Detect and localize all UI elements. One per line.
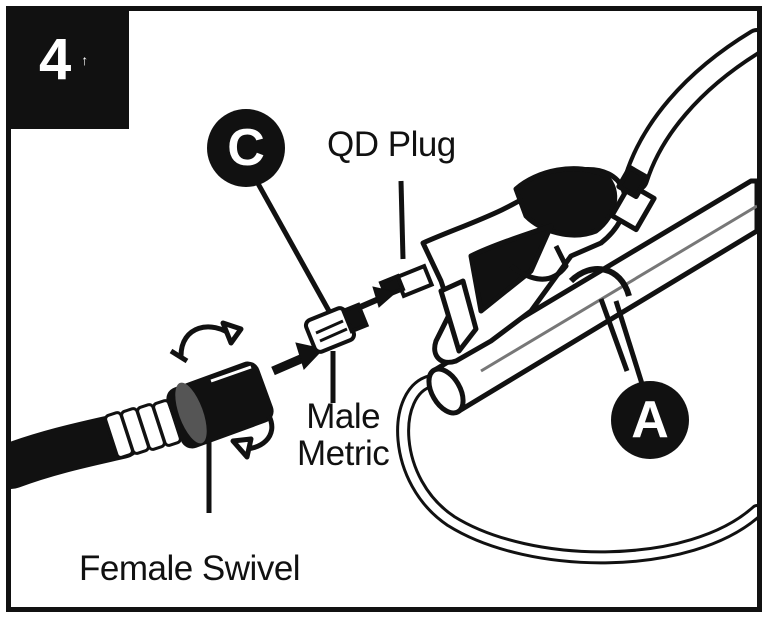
rotate-arrow-icon (169, 320, 275, 460)
instruction-panel: 4 ↑ C A QD Plug Male Metric Female Swive… (6, 6, 762, 612)
male-metric-label: Male Metric (297, 397, 390, 473)
callout-c: C (207, 109, 285, 187)
leader-lines (206, 169, 646, 513)
male-metric-label-line2: Metric (297, 433, 390, 473)
spray-gun (420, 164, 657, 365)
step-badge: 4 ↑ (11, 11, 129, 129)
male-metric-label-line1: Male (306, 397, 381, 436)
step-number: 4 (39, 27, 72, 92)
qd-plug-label: QD Plug (327, 125, 456, 164)
assembly-illustration (11, 28, 757, 565)
spray-wand (426, 178, 757, 416)
female-swivel-label: Female Swivel (79, 549, 301, 588)
male-metric-fitting (303, 302, 370, 354)
step-mark: ↑ (81, 52, 89, 68)
pressure-hose (11, 361, 274, 489)
coiled-hose (396, 28, 757, 565)
callout-a: A (611, 381, 689, 459)
